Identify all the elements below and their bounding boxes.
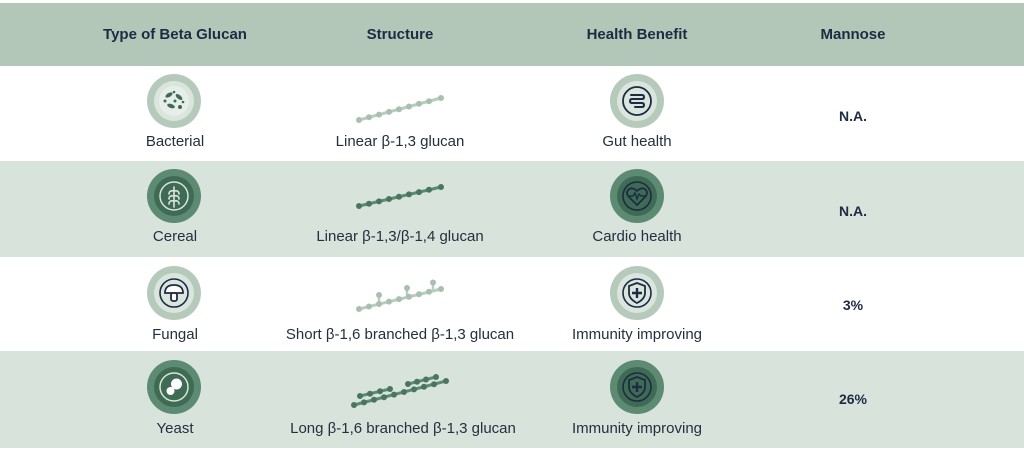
- header-type: Type of Beta Glucan: [103, 26, 247, 43]
- table-header: Type of Beta Glucan Structure Health Ben…: [0, 3, 1024, 66]
- short-branched-structure: [356, 279, 444, 312]
- type-label: Fungal: [152, 326, 198, 343]
- benefit-label: Cardio health: [592, 228, 682, 245]
- heart-icon: [610, 169, 664, 223]
- table-row: Fungal Short β-1,6 branched β-1,3 glucan: [0, 257, 1024, 351]
- long-branched-structure: [351, 374, 449, 408]
- mushroom-icon: [147, 266, 201, 320]
- yeast-cell-icon: [147, 360, 201, 414]
- benefit-label: Immunity improving: [571, 326, 703, 343]
- structure-label: Short β-1,6 branched β-1,3 glucan: [285, 326, 515, 343]
- mannose-value: N.A.: [839, 108, 867, 124]
- header-structure: Structure: [366, 26, 434, 43]
- table-row: Cereal Linear β-1,3/β-1,4 glucan Cardio …: [0, 161, 1024, 257]
- benefit-label: Gut health: [602, 133, 672, 150]
- type-label: Bacterial: [145, 133, 205, 150]
- mannose-value: 26%: [838, 391, 868, 407]
- header-mannose: Mannose: [820, 26, 886, 43]
- header-benefit: Health Benefit: [586, 26, 688, 43]
- table-row: Bacterial Linear β-1,3 glucan Gut health…: [0, 66, 1024, 161]
- mannose-value: N.A.: [839, 203, 867, 219]
- structure-label: Linear β-1,3/β-1,4 glucan: [316, 228, 484, 245]
- benefit-label: Immunity improving: [571, 420, 703, 437]
- structure-label: Linear β-1,3 glucan: [335, 133, 465, 150]
- grain-icon: [147, 169, 201, 223]
- mannose-value: 3%: [842, 297, 864, 313]
- table-row: Yeast Long β-1,6 branched β-1,3 glucan: [0, 351, 1024, 448]
- shield-cross-icon: [610, 266, 664, 320]
- type-label: Yeast: [156, 420, 194, 437]
- shield-cross-icon: [610, 360, 664, 414]
- structure-label: Long β-1,6 branched β-1,3 glucan: [290, 420, 516, 437]
- type-label: Cereal: [152, 228, 198, 245]
- intestine-icon: [610, 74, 664, 128]
- bacteria-icon: [147, 74, 201, 128]
- linear-chain-structure: [356, 184, 444, 209]
- linear-chain-structure: [356, 95, 444, 123]
